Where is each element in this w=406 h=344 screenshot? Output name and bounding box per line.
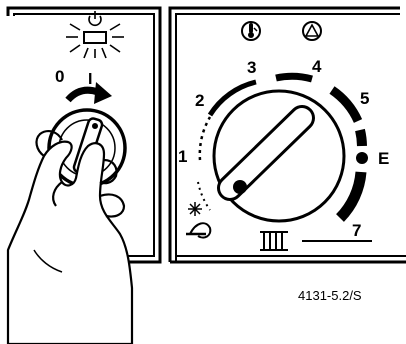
triangle-warning-icon: [302, 21, 322, 41]
switch-off-label: 0: [55, 67, 64, 86]
radiator-icon: [260, 231, 288, 251]
economy-marker-dot: [356, 152, 368, 164]
scale-label-4: 4: [312, 57, 322, 76]
scale-label-e: E: [378, 149, 389, 168]
scale-label-7: 7: [352, 221, 361, 240]
dial-panel: 1 2 3 4 5 E 7: [168, 6, 406, 264]
rotation-arrow-icon: [65, 82, 112, 104]
power-icon: [88, 11, 102, 27]
scale-label-3: 3: [247, 58, 256, 77]
frost-protection-icon: [186, 202, 212, 239]
hand-illustration: [6, 130, 134, 344]
switch-on-label: I: [88, 71, 92, 88]
figure-reference-code: 4131-5.2/S: [298, 288, 362, 303]
scale-label-2: 2: [195, 91, 204, 110]
dial-scale: [197, 72, 367, 222]
switch-panel: 0 I: [6, 6, 162, 344]
temperature-dial-knob[interactable]: [212, 89, 346, 223]
power-indicator-lamp: [66, 23, 124, 59]
scale-label-5: 5: [360, 89, 369, 108]
thermometer-warning-icon: [241, 21, 261, 41]
scale-label-1: 1: [178, 147, 187, 166]
